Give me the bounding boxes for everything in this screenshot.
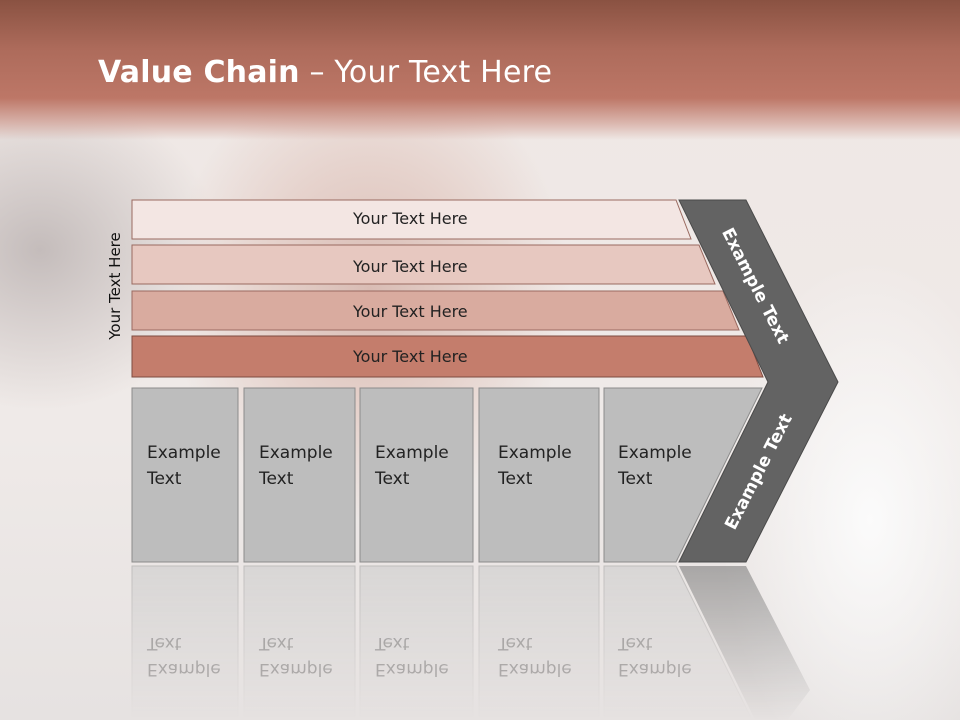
reflection <box>131 565 810 720</box>
title-banner <box>0 0 960 140</box>
bar-label-2: Your Text Here <box>353 257 468 276</box>
activity-box-2[interactable] <box>243 387 356 563</box>
bar-label-3: Your Text Here <box>353 302 468 321</box>
slide-title: Value Chain – Your Text Here <box>98 55 552 90</box>
value-chevron[interactable] <box>678 199 839 563</box>
activity-label-5: Example Text <box>618 443 692 489</box>
activity-label-4: Example Text <box>498 443 572 489</box>
bar-3[interactable] <box>131 290 740 331</box>
activity-box-5[interactable] <box>603 387 763 563</box>
bar-label-1: Your Text Here <box>353 209 468 228</box>
bar-2[interactable] <box>131 244 716 285</box>
activity-label-2: Example Text <box>259 443 333 489</box>
activity-label-1: Example Text <box>147 443 221 489</box>
bar-4[interactable] <box>131 335 764 378</box>
bar-label-4: Your Text Here <box>353 347 468 366</box>
activity-box-4[interactable] <box>478 387 600 563</box>
bar-1[interactable] <box>131 199 692 240</box>
activity-box-3[interactable] <box>359 387 474 563</box>
title-rest: – Your Text Here <box>299 55 553 90</box>
side-label: Your Text Here <box>106 232 124 340</box>
activity-box-1[interactable] <box>131 387 239 563</box>
activity-label-3: Example Text <box>375 443 449 489</box>
title-bold: Value Chain <box>98 55 300 90</box>
